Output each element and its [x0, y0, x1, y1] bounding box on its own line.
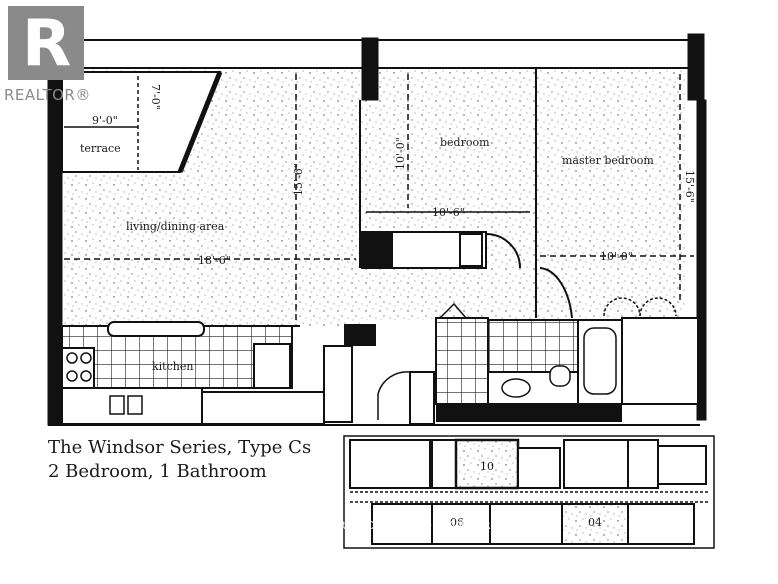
- keyplan-unit-04: 04: [588, 516, 602, 529]
- dim-master-height: 15'-6": [683, 170, 696, 203]
- dim-master-width: 10'-0": [600, 250, 633, 263]
- dimension-lines: [64, 74, 694, 322]
- dim-terrace-width: 9'-0": [92, 114, 118, 127]
- dim-living-height: 15'-6": [292, 163, 305, 196]
- dim-bedroom-height: 10'-0": [394, 137, 407, 170]
- kitchen: [61, 321, 435, 425]
- realtor-logo-text: REALTOR®: [4, 86, 91, 104]
- dim-terrace-height: 7'-0": [149, 84, 162, 110]
- dim-bedroom-width: 10'-6": [432, 206, 465, 219]
- dim-living-width: 18'-6": [198, 254, 231, 267]
- room-label-master: master bedroom: [562, 154, 654, 167]
- realtor-logo-letter: R: [22, 7, 72, 81]
- room-label-terrace: terrace: [80, 142, 121, 155]
- brokerage-watermark: COLDWELL BANKER RHODES & COMPANY BROKERA…: [232, 519, 547, 532]
- exterior-walls: [47, 33, 707, 426]
- bathroom: [435, 297, 699, 422]
- realtor-logo-mark: R: [8, 6, 84, 80]
- room-label-kitchen: kitchen: [152, 360, 193, 373]
- realtor-logo: R REALTOR®: [4, 6, 90, 104]
- room-label-bedroom: bedroom: [440, 136, 490, 149]
- key-plan: 10 06 04: [343, 435, 715, 549]
- plan-caption: The Windsor Series, Type Cs 2 Bedroom, 1…: [48, 436, 311, 484]
- keyplan-unit-10: 10: [480, 460, 494, 473]
- room-label-living: living/dining area: [126, 220, 225, 233]
- caption-series: The Windsor Series, Type Cs: [48, 437, 312, 458]
- caption-layout: 2 Bedroom, 1 Bathroom: [48, 461, 267, 482]
- keyplan-unit-06: 06: [450, 516, 464, 529]
